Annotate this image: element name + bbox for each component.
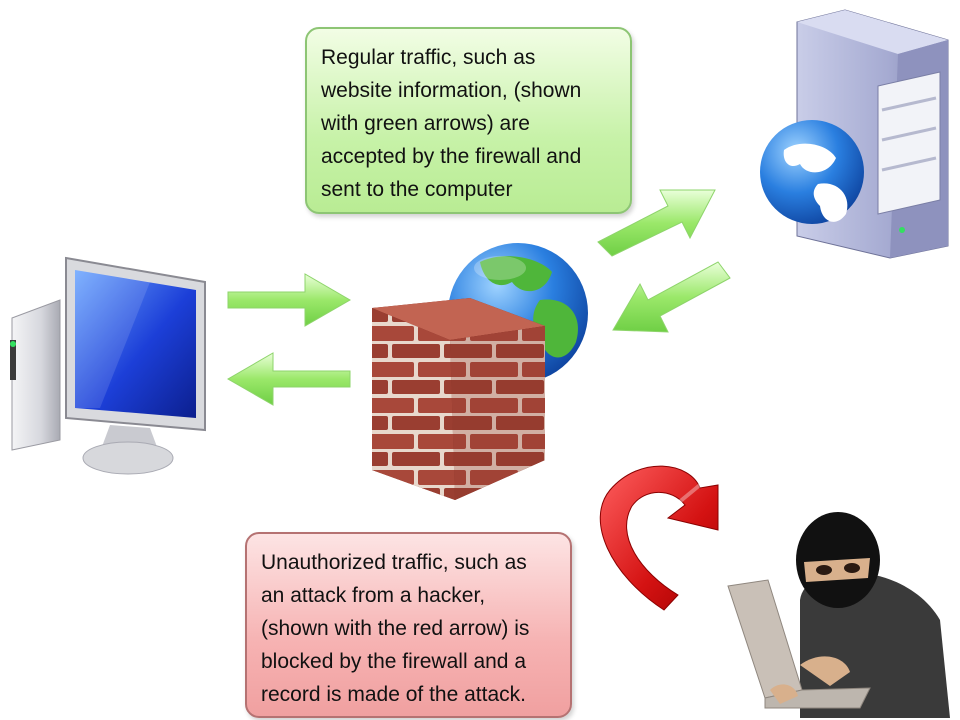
green-arrow-icon [227,273,351,327]
green-arrow-icon [612,261,731,333]
computer-icon [10,256,206,475]
red-arrow-icon [599,465,719,611]
hacker-icon [727,512,950,718]
unauthorized-traffic-callout: Unauthorized traffic, such as an attack … [245,532,572,718]
green-arrow-icon [227,352,351,406]
firewall-icon [372,298,545,500]
green-arrow-icon [597,189,716,257]
regular-traffic-callout: Regular traffic, such as website informa… [305,27,632,214]
server-icon [760,9,949,259]
